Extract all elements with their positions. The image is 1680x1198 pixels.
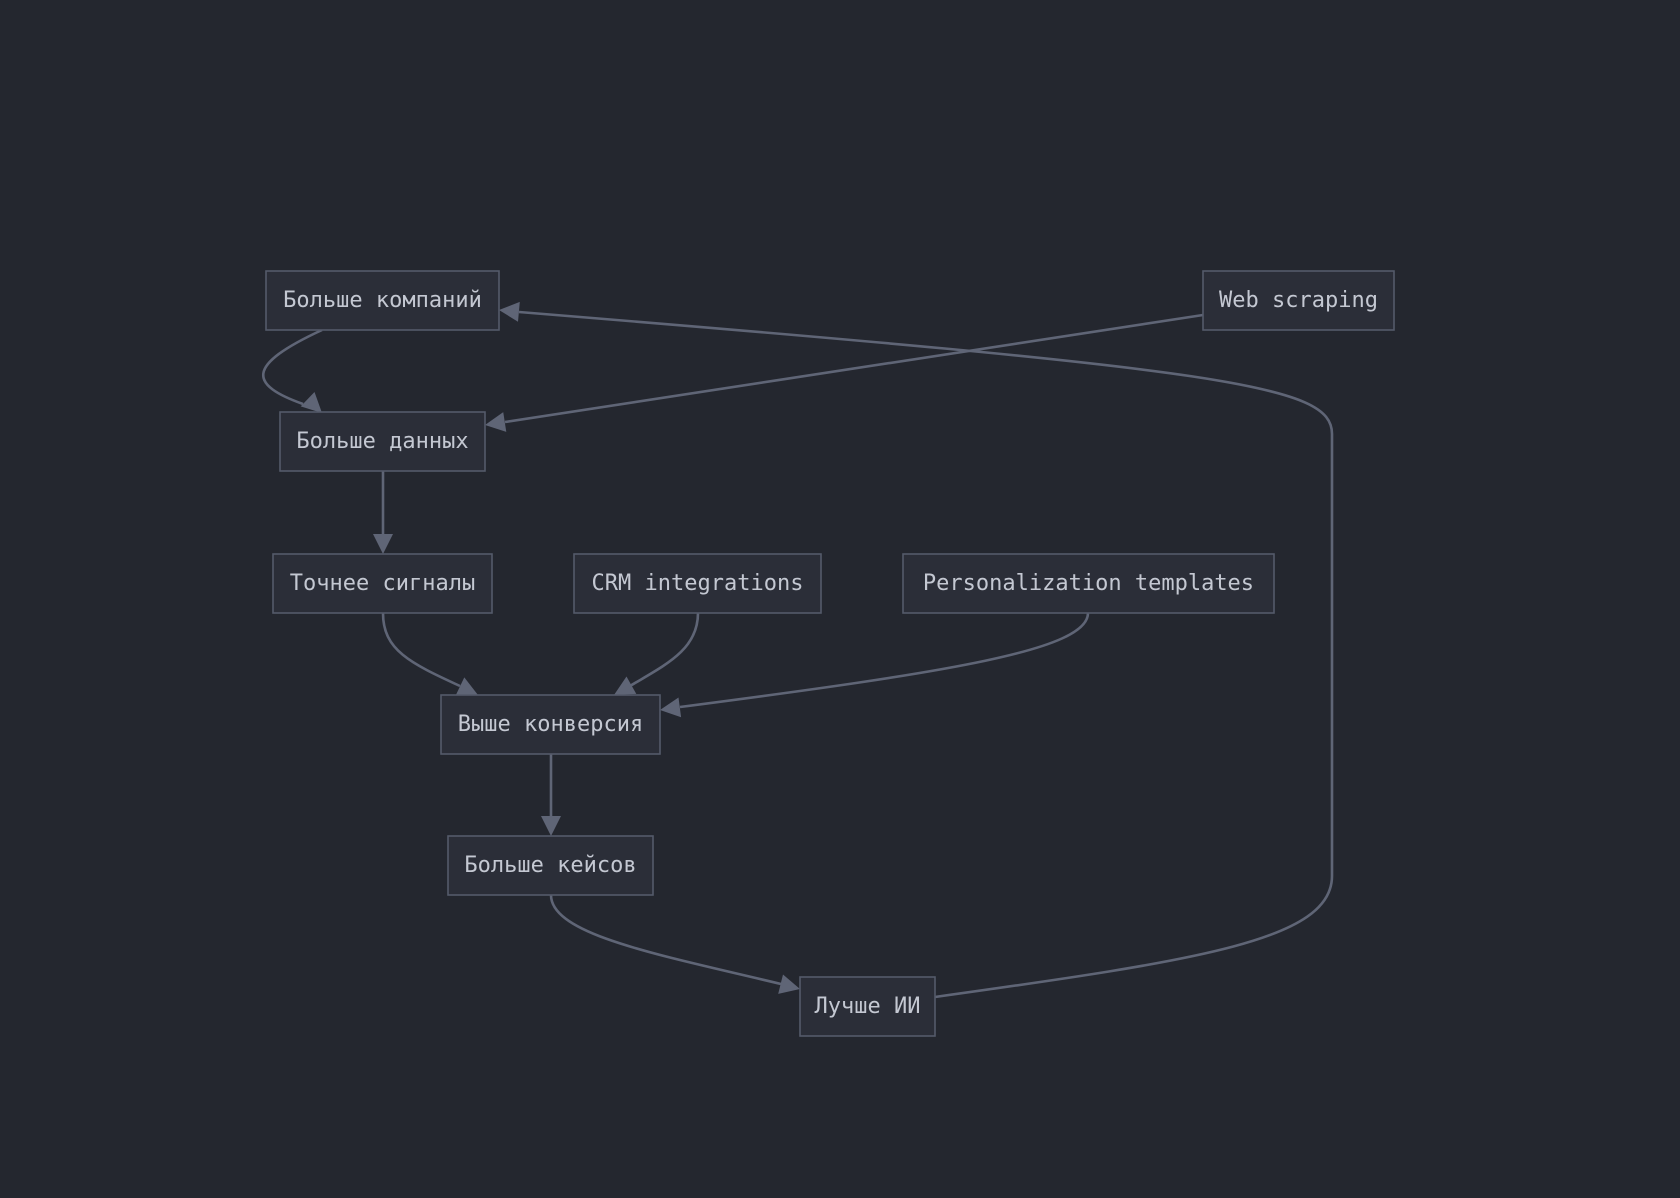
node-box: [279, 411, 486, 472]
node-label: Personalization templates: [923, 571, 1254, 596]
node-label: Больше данных: [296, 429, 468, 454]
node-box: [1202, 270, 1395, 331]
arrowhead-precise-signals-to-higher-conversion: [455, 677, 478, 696]
node-higher-conversion: Выше конверсия: [440, 694, 661, 755]
node-box: [265, 270, 500, 331]
node-better-ai: Лучше ИИ: [799, 976, 936, 1037]
node-box: [440, 694, 661, 755]
node-label: Выше конверсия: [458, 712, 643, 737]
edge-precise-signals-to-higher-conversion: [381, 612, 461, 688]
node-personalization-templates: Personalization templates: [902, 553, 1275, 614]
node-box: [573, 553, 822, 614]
node-precise-signals: Точнее сигналы: [272, 553, 493, 614]
arrowhead-more-companies-to-more-data: [300, 392, 322, 413]
node-more-data: Больше данных: [279, 411, 486, 472]
edge-better-ai-to-more-companies: [518, 310, 1334, 999]
node-box: [447, 835, 654, 896]
arrowhead-personalization-templates-to-higher-conversion: [660, 697, 682, 718]
node-label: Web scraping: [1219, 288, 1378, 313]
node-box: [799, 976, 936, 1037]
edge-crm-integrations-to-higher-conversion: [629, 612, 700, 688]
arrowhead-crm-integrations-to-higher-conversion: [614, 676, 637, 695]
arrowhead-higher-conversion-to-more-cases: [541, 816, 561, 836]
edge-more-cases-to-better-ai: [549, 894, 782, 986]
node-crm-integrations: CRM integrations: [573, 553, 822, 614]
node-box: [902, 553, 1275, 614]
node-label: Больше компаний: [283, 288, 482, 313]
node-box: [272, 553, 493, 614]
edge-more-companies-to-more-data: [262, 328, 323, 406]
arrowhead-better-ai-to-more-companies: [499, 301, 520, 322]
edges-layer: [262, 301, 1334, 999]
edge-web-scraping-to-more-data: [504, 313, 1204, 424]
arrowhead-more-data-to-precise-signals: [373, 534, 393, 554]
edge-personalization-templates-to-higher-conversion: [679, 612, 1090, 709]
node-web-scraping: Web scraping: [1202, 270, 1395, 331]
node-label: Больше кейсов: [464, 853, 636, 878]
node-label: CRM integrations: [592, 571, 804, 596]
node-label: Точнее сигналы: [290, 571, 475, 596]
arrowhead-web-scraping-to-more-data: [485, 412, 507, 432]
node-label: Лучше ИИ: [815, 994, 921, 1019]
node-more-companies: Больше компаний: [265, 270, 500, 331]
arrowhead-more-cases-to-better-ai: [778, 974, 800, 994]
node-more-cases: Больше кейсов: [447, 835, 654, 896]
